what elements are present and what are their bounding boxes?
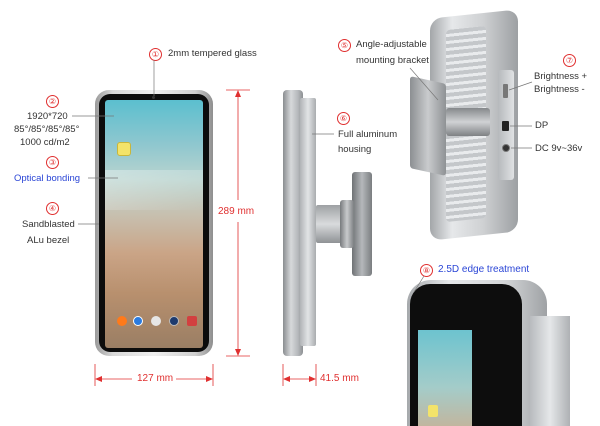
dp-port-pointer xyxy=(510,125,532,127)
callout-number-5: ⑤ xyxy=(338,39,351,52)
callout-number-2: ② xyxy=(46,95,59,108)
callout-housing-line2: housing xyxy=(338,144,372,155)
dc-port-label: DC 9v~36v xyxy=(535,143,583,154)
callout-housing-pointer xyxy=(312,133,334,135)
side-view-bracket-plate xyxy=(352,172,372,276)
spec-resolution: 1920*720 xyxy=(27,111,68,122)
height-dimension-label: 289 mm xyxy=(218,206,255,217)
front-camera-dot xyxy=(152,96,155,99)
front-screen xyxy=(105,100,203,348)
callout-glass-line xyxy=(153,60,155,96)
brightness-plus-label: Brightness + xyxy=(534,71,588,82)
back-view-bracket-hinge xyxy=(446,108,490,136)
settings-dock-icon[interactable] xyxy=(187,316,197,326)
dp-port-label: DP xyxy=(535,120,549,131)
side-view-back-panel xyxy=(300,98,316,346)
side-view-hinge xyxy=(340,200,354,248)
callout-edge-label: 2.5D edge treatment xyxy=(438,264,530,275)
callout-bracket-line2: mounting bracket xyxy=(356,55,429,66)
back-view-bracket-plate xyxy=(410,76,446,176)
callout-bracket-pointer xyxy=(409,67,439,101)
camera-dock-icon[interactable] xyxy=(151,316,161,326)
callout-edge-pointer xyxy=(413,275,425,293)
dp-port xyxy=(502,121,509,131)
side-view-housing xyxy=(283,90,303,356)
brightness-buttons xyxy=(503,84,508,98)
callout-number-3: ③ xyxy=(46,156,59,169)
width-dimension-label: 127 mm xyxy=(137,373,174,384)
dc-port-pointer xyxy=(511,147,532,149)
callout-glass-label: 2mm tempered glass xyxy=(168,48,257,59)
callout-spec-line xyxy=(72,115,114,117)
callout-bracket-line1: Angle-adjustable xyxy=(356,39,427,50)
app-folder-icon[interactable] xyxy=(117,142,131,156)
callout-number-4: ④ xyxy=(46,202,59,215)
callout-housing-line1: Full aluminum xyxy=(338,129,398,140)
callout-number-6: ⑥ xyxy=(337,112,350,125)
edge-closeup-side xyxy=(530,316,570,426)
depth-dimension-label: 41.5 mm xyxy=(320,373,359,384)
edge-closeup-app-icon xyxy=(428,405,438,417)
spec-viewing-angle: 85°/85°/85°/85° xyxy=(14,124,80,135)
brightness-minus-label: Brightness - xyxy=(534,84,585,95)
callout-bezel-line2: ALu bezel xyxy=(27,235,70,246)
depth-dimension-lines xyxy=(282,364,317,386)
phone-dock-icon[interactable] xyxy=(117,316,127,326)
callout-bonding-line xyxy=(88,177,118,179)
callout-number-1: ① xyxy=(149,48,162,61)
callout-number-8: ⑧ xyxy=(420,264,433,277)
callout-bezel-pointer xyxy=(78,223,99,225)
spec-brightness: 1000 cd/m2 xyxy=(20,137,70,148)
width-dimension-lines xyxy=(94,364,214,386)
callout-brightness-pointer xyxy=(508,81,533,91)
dc-port xyxy=(502,144,510,152)
browser-dock-icon[interactable] xyxy=(133,316,143,326)
gallery-dock-icon[interactable] xyxy=(169,316,179,326)
callout-bonding-label: Optical bonding xyxy=(14,173,81,184)
height-dimension-lines xyxy=(226,89,250,357)
callout-bezel-line1: Sandblasted xyxy=(22,219,75,230)
callout-number-7: ⑦ xyxy=(563,54,576,67)
edge-closeup-screen xyxy=(418,330,472,426)
